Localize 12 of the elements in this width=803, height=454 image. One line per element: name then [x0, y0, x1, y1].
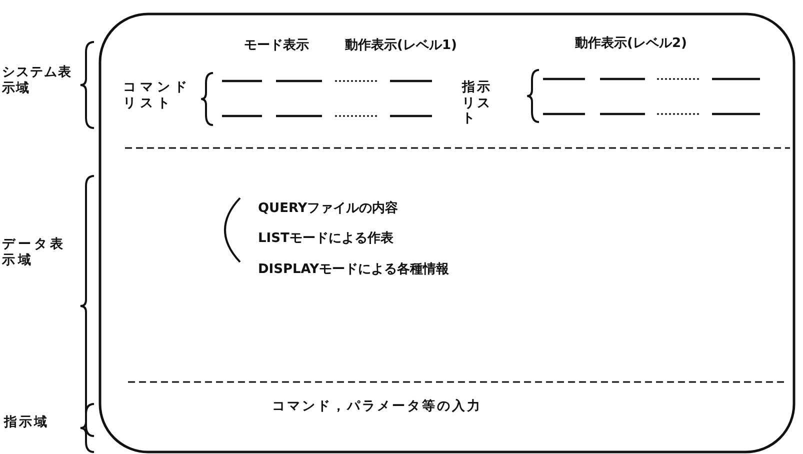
- label-text: コマンド，パラメータ等の入力: [272, 399, 483, 415]
- label-text: モード表示: [244, 38, 310, 54]
- region-label: システム表示域: [2, 65, 73, 96]
- content-item: LISTモードによる作表: [258, 231, 394, 247]
- content-item: DISPLAYモードによる各種情報: [258, 262, 450, 278]
- content-item: QUERYファイルの内容: [258, 201, 400, 217]
- region-label: 指示域: [4, 415, 50, 431]
- label-text: 指示リスト: [462, 80, 493, 127]
- label-text: 動作表示(レベル1): [345, 38, 458, 54]
- region-label: データ表示域: [2, 237, 67, 268]
- label-text: 動作表示(レベル2): [575, 36, 688, 52]
- label-text: コマンドリスト: [123, 80, 192, 112]
